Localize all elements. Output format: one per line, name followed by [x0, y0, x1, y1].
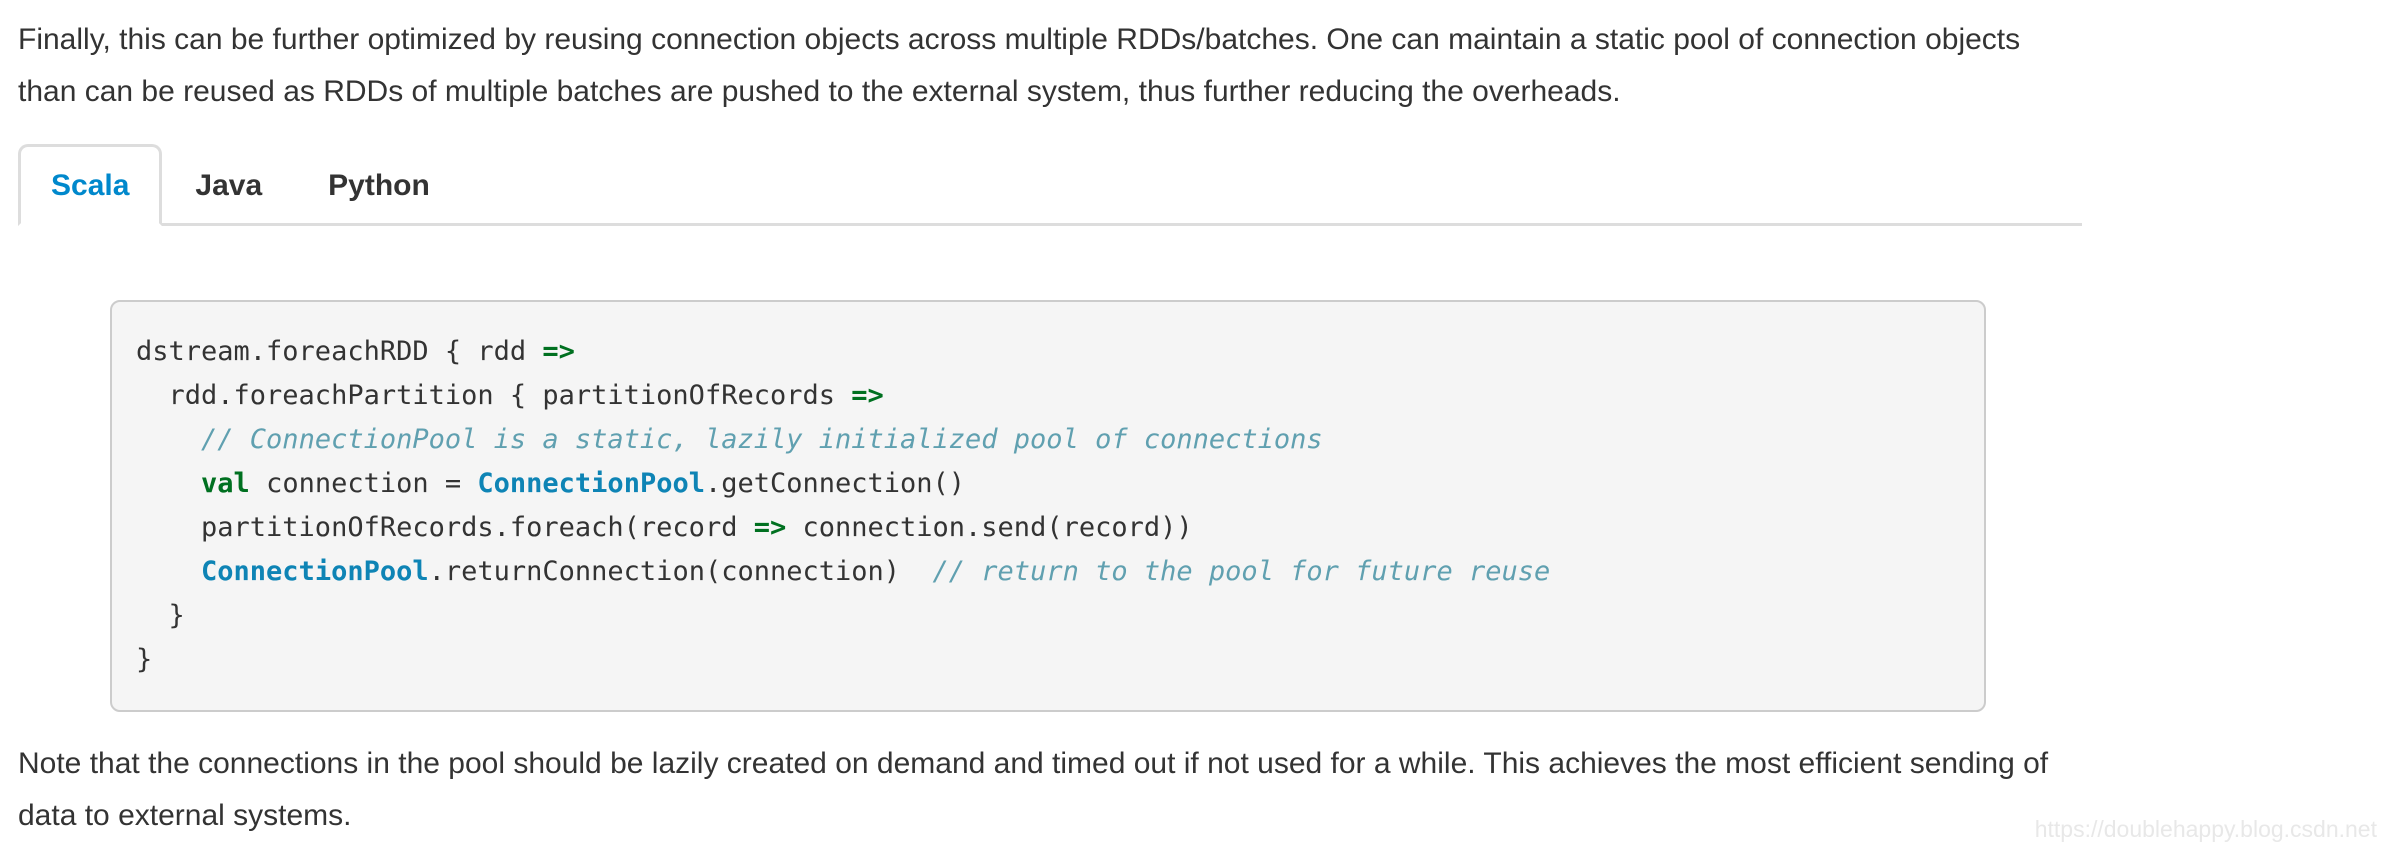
code-line: dstream.foreachRDD { rdd => — [136, 336, 575, 367]
note-paragraph: Note that the connections in the pool sh… — [18, 747, 2049, 832]
code-line: } — [136, 644, 153, 675]
code-line: // ConnectionPool is a static, lazily in… — [201, 424, 1323, 455]
watermark: https://doublehappy.blog.csdn.net — [2034, 816, 2377, 842]
tab-java[interactable]: Java — [195, 169, 263, 202]
code-line: rdd.foreachPartition { partitionOfRecord… — [136, 380, 884, 411]
language-tabs: Scala Java Python — [18, 144, 2082, 226]
tab-python[interactable]: Python — [328, 169, 430, 202]
intro-paragraph: Finally, this can be further optimized b… — [18, 23, 2021, 108]
code-line: ConnectionPool.returnConnection(connecti… — [201, 556, 1551, 587]
tab-content-scala: dstream.foreachRDD { rdd => rdd.foreachP… — [18, 226, 2389, 712]
code-line: } — [136, 600, 185, 631]
tab-scala[interactable]: Scala — [18, 144, 163, 226]
code: dstream.foreachRDD { rdd => rdd.foreachP… — [136, 330, 1960, 682]
code-line: val connection = ConnectionPool.getConne… — [201, 468, 966, 499]
scala-code-block: dstream.foreachRDD { rdd => rdd.foreachP… — [110, 300, 1986, 712]
code-line: partitionOfRecords.foreach(record => con… — [136, 512, 1193, 543]
